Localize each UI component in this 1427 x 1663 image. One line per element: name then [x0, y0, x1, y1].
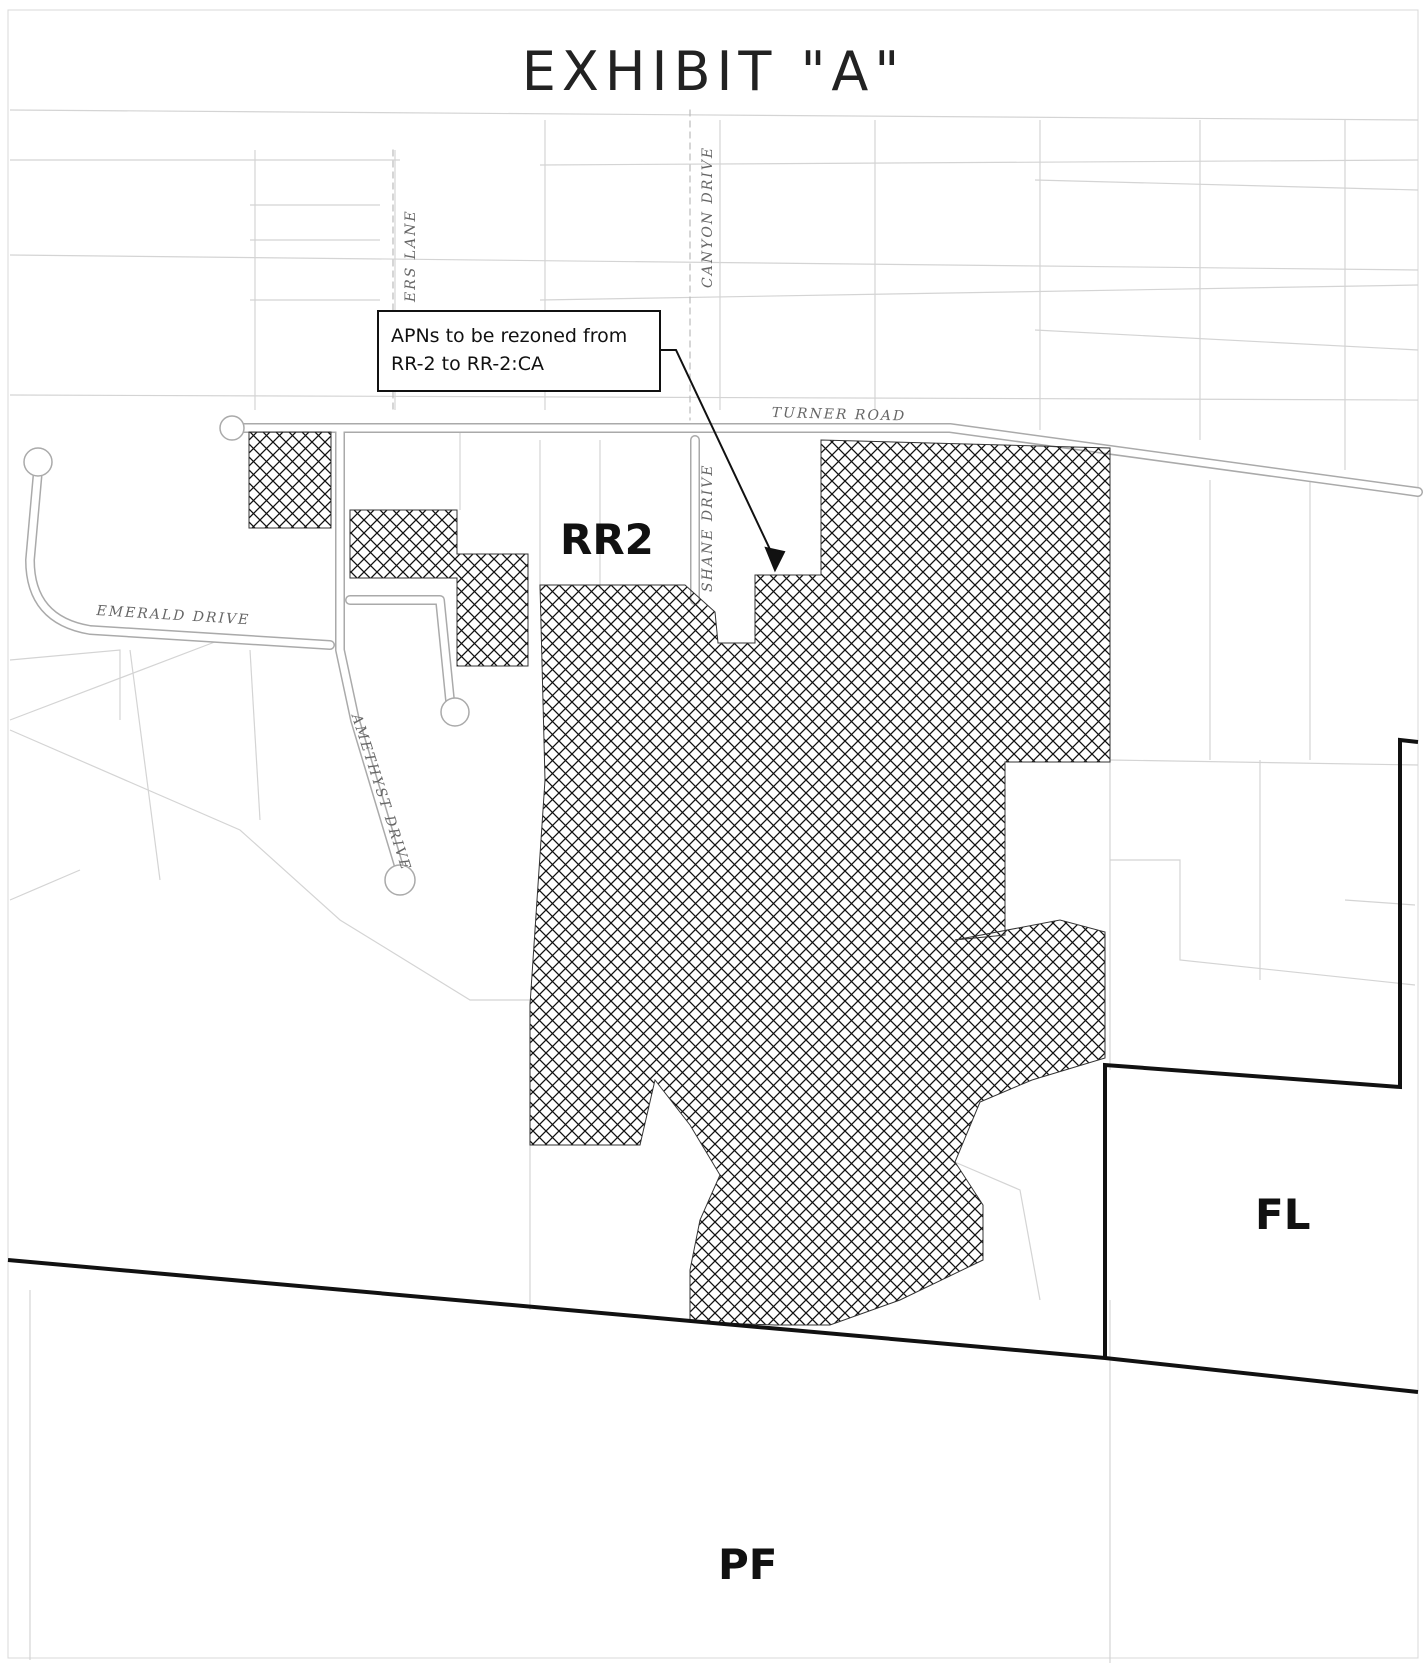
zone-label-fl: FL [1255, 1190, 1311, 1239]
zone-label-rr2: RR2 [560, 515, 654, 564]
parcel-lines [9, 109, 1419, 1663]
road-label-shane: SHANE DRIVE [700, 463, 716, 592]
callout-line-1: APNs to be rezoned from [391, 325, 628, 347]
exhibit-title: EXHIBIT "A" [521, 40, 906, 103]
roads [23, 109, 1423, 896]
rezone-parcels [248, 431, 1111, 1326]
road-label-ers-lane: ERS LANE [403, 209, 419, 302]
callout-line-2: RR-2 to RR-2:CA [391, 353, 544, 375]
zone-boundaries [7, 737, 1419, 1394]
zone-label-pf: PF [718, 1540, 778, 1589]
parcel-main [529, 439, 1111, 1326]
rezone-callout-box: APNs to be rezoned from RR-2 to RR-2:CA [377, 310, 661, 392]
map-frame [7, 9, 1419, 1659]
road-label-canyon: CANYON DRIVE [700, 145, 716, 288]
parcel-a [248, 431, 332, 529]
callout-arrow [661, 349, 786, 573]
parcel-b [349, 509, 529, 667]
